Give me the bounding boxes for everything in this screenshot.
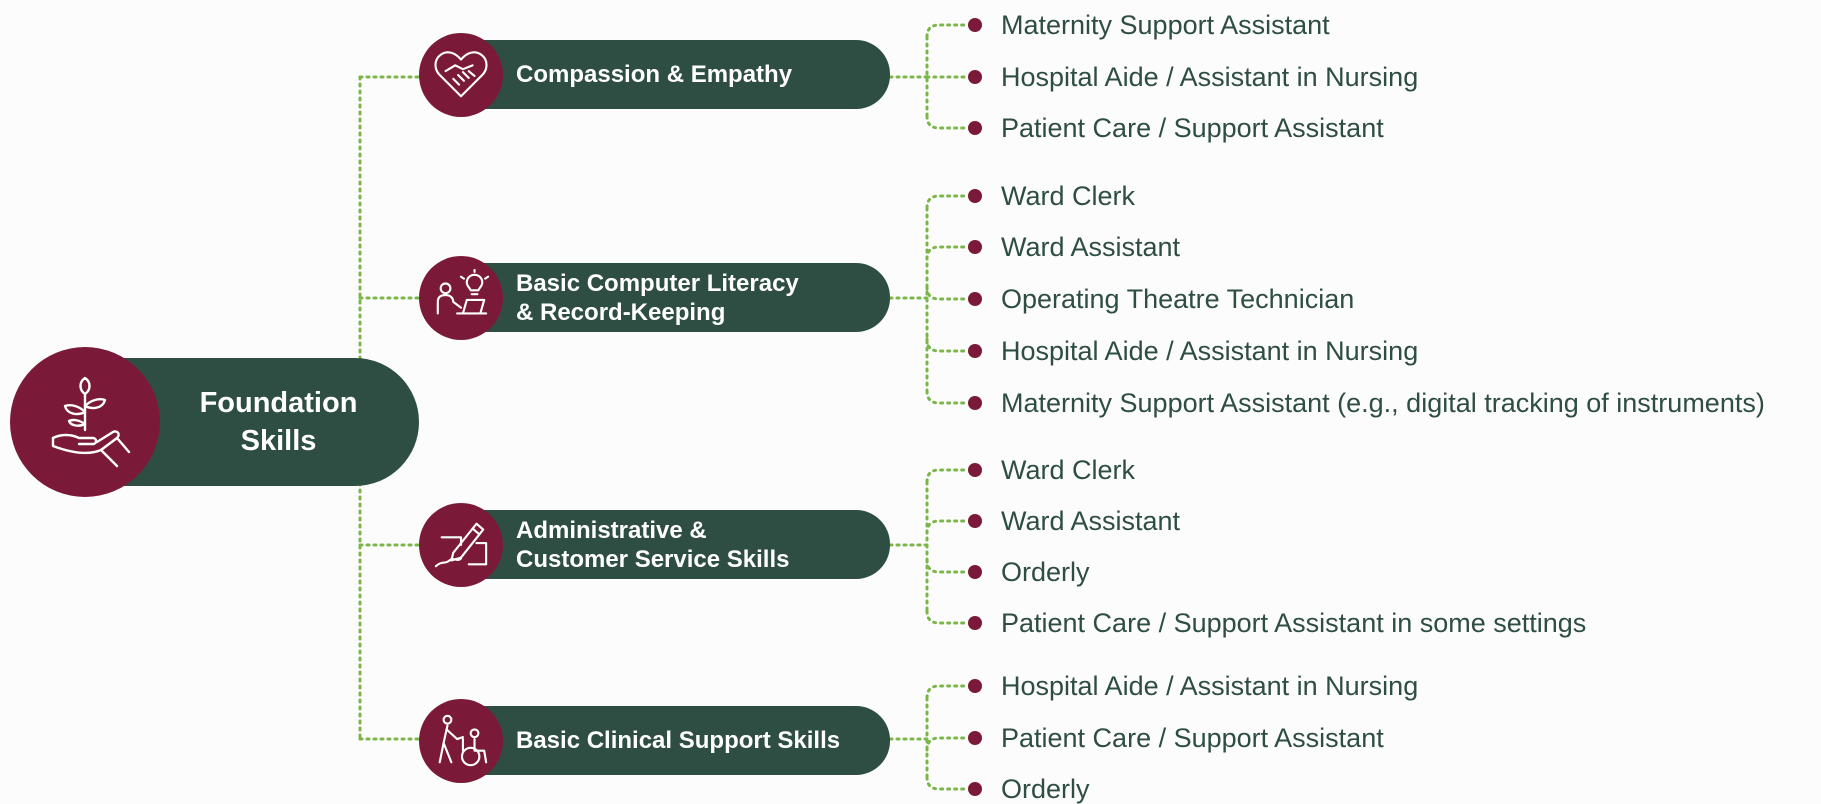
branch-icon-circle (419, 699, 503, 783)
role-item: Ward Assistant (1001, 232, 1181, 262)
role-bullet (968, 121, 982, 135)
role-item: Hospital Aide / Assistant in Nursing (1001, 671, 1419, 701)
role-connector (925, 684, 969, 700)
root-label-line-2: Skills (240, 425, 317, 457)
branch-icon-circle (419, 256, 503, 340)
branch-label-line-2: & Record-Keeping (516, 298, 726, 326)
branch-label-line-1: Administrative & (516, 516, 707, 544)
role-connector (925, 245, 969, 261)
branch-pill-administrative: Administrative & Customer Service Skills (460, 510, 890, 579)
person-laptop-idea-icon (436, 269, 490, 315)
heart-handshake-icon (434, 51, 488, 98)
role-item: Hospital Aide / Assistant in Nursing (1001, 336, 1419, 366)
branch-label-line-1: Basic Computer Literacy (516, 269, 799, 297)
role-connector (925, 736, 969, 752)
role-item: Patient Care / Support Assistant (1001, 723, 1384, 753)
root-label-line-1: Foundation (199, 387, 358, 419)
root-pill: Foundation Skills (120, 358, 419, 486)
role-connector (925, 337, 969, 353)
branch-label-line-2: Customer Service Skills (516, 545, 790, 573)
role-item: Maternity Support Assistant (e.g., digit… (1001, 388, 1765, 418)
role-connector (925, 468, 969, 484)
role-item: Hospital Aide / Assistant in Nursing (1001, 62, 1419, 92)
role-bullet (968, 344, 982, 358)
role-item: Ward Clerk (1001, 181, 1136, 211)
hand-writing-icon (434, 522, 488, 568)
role-connector (925, 609, 969, 625)
wheelchair-assist-icon (438, 714, 488, 767)
role-item: Patient Care / Support Assistant (1001, 113, 1384, 143)
role-bullet (968, 396, 982, 410)
branch-pill-computer-literacy: Basic Computer Literacy & Record-Keeping (460, 263, 890, 332)
role-connector (925, 23, 969, 39)
role-item: Orderly (1001, 774, 1090, 804)
role-bullet (968, 70, 982, 84)
role-bullet (968, 292, 982, 306)
branch-pill-compassion: Compassion & Empathy (460, 40, 890, 109)
branch-icon-circle (419, 33, 503, 117)
role-item: Maternity Support Assistant (1001, 10, 1330, 40)
role-connector (925, 285, 969, 301)
branch-pill-clinical-support: Basic Clinical Support Skills (460, 706, 890, 775)
role-item: Operating Theatre Technician (1001, 284, 1355, 314)
hand-sprout-icon (51, 376, 131, 468)
role-bullet (968, 514, 982, 528)
role-bullet (968, 189, 982, 203)
role-item: Ward Clerk (1001, 455, 1136, 485)
branch-icon-circle (419, 503, 503, 587)
role-bullet (968, 565, 982, 579)
role-bullet (968, 463, 982, 477)
role-connector (925, 114, 969, 130)
role-bullet (968, 731, 982, 745)
role-connector (925, 389, 969, 405)
root-icon-circle (10, 347, 160, 497)
role-connector (925, 775, 969, 791)
role-bullet (968, 782, 982, 796)
branch-label-line: Basic Clinical Support Skills (516, 727, 841, 754)
role-connector (925, 558, 969, 574)
role-connector (925, 519, 969, 535)
role-item: Ward Assistant (1001, 506, 1181, 536)
role-bullet (968, 679, 982, 693)
role-item: Orderly (1001, 557, 1090, 587)
role-item: Patient Care / Support Assistant in some… (1001, 608, 1587, 638)
role-bullet (968, 616, 982, 630)
role-bullet (968, 240, 982, 254)
branch-label-line: Compassion & Empathy (516, 61, 793, 88)
role-bullet (968, 18, 982, 32)
role-connector (925, 194, 969, 210)
